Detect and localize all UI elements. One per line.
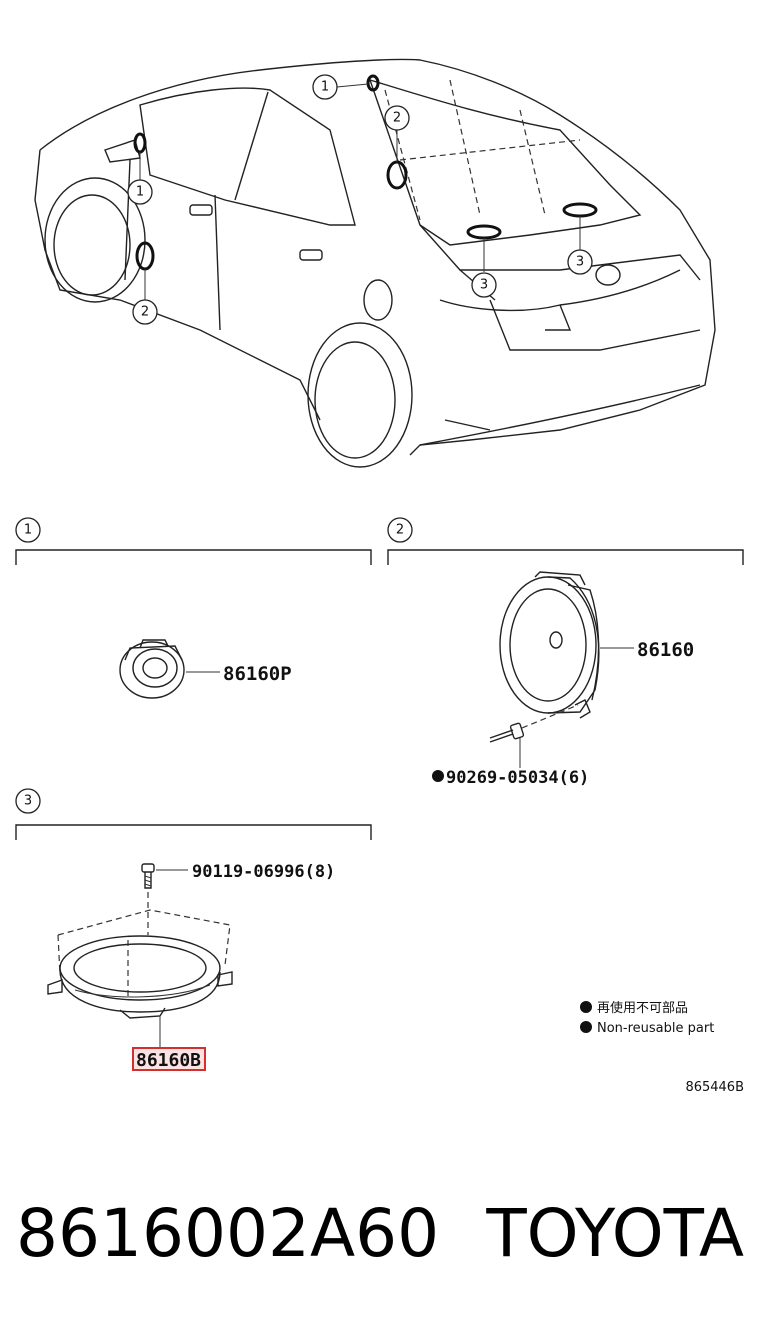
tweeter-86160p-illustration	[119, 639, 185, 699]
section-2-header-callout: 2	[387, 517, 413, 543]
part-label-90269: 90269-05034(6)	[446, 768, 589, 788]
car-callout-1a: 1	[312, 74, 338, 100]
car-callout-3b: 3	[567, 249, 593, 275]
door-speaker-86160-illustration	[499, 571, 600, 719]
legend: 再使用不可部品 Non-reusable part	[580, 1000, 714, 1036]
location-ring-3b	[562, 202, 598, 218]
location-ring-1a	[133, 132, 147, 154]
legend-line-1: 再使用不可部品	[597, 1000, 688, 1016]
part-label-86160b[interactable]: 86160B	[136, 1050, 201, 1071]
svg-text:1: 1	[24, 523, 32, 538]
car-callout-3a: 3	[471, 272, 497, 298]
svg-text:2: 2	[396, 523, 404, 538]
diagram-code: 865446B	[685, 1080, 744, 1095]
location-ring-3a	[466, 224, 502, 240]
rear-speaker-86160b-illustration	[47, 909, 233, 1019]
svg-text:3: 3	[24, 794, 32, 809]
section-2-bracket	[387, 549, 744, 565]
footer-brand: TOYOTA	[485, 1195, 744, 1272]
section-3-header-callout: 3	[15, 788, 41, 814]
section-3-bracket	[15, 824, 372, 840]
svg-text:2: 2	[393, 111, 401, 126]
section-3: 3 90119-06996(8) 86160B	[15, 788, 372, 1071]
car-callout-1b: 1	[127, 179, 153, 205]
svg-text:1: 1	[321, 80, 329, 95]
footer-part-number: 8616002A60	[16, 1195, 439, 1272]
car-illustration: 1 2 1 2 3 3	[34, 58, 716, 468]
section-1-header-callout: 1	[15, 517, 41, 543]
legend-dot-2	[580, 1021, 592, 1033]
legend-dot-1	[580, 1001, 592, 1013]
car-callout-2b: 2	[132, 299, 158, 325]
svg-text:2: 2	[141, 305, 149, 320]
location-ring-1b	[366, 74, 380, 92]
non-reusable-dot-90269	[432, 770, 444, 782]
part-label-86160p: 86160P	[223, 663, 292, 685]
part-label-90119: 90119-06996(8)	[192, 862, 335, 882]
svg-text:1: 1	[136, 185, 144, 200]
screw-illustration	[141, 863, 155, 889]
svg-text:3: 3	[480, 278, 488, 293]
section-1-bracket	[15, 549, 372, 565]
car-callout-2a: 2	[384, 105, 410, 131]
section-2: 2 86160 90269-05034(6)	[387, 517, 744, 788]
legend-line-2: Non-reusable part	[597, 1021, 714, 1036]
section-1: 1 86160P	[15, 517, 372, 699]
highlight-box-86160b	[132, 1047, 206, 1071]
rivet-illustration	[489, 722, 525, 743]
svg-text:3: 3	[576, 255, 584, 270]
part-label-86160: 86160	[637, 639, 694, 661]
